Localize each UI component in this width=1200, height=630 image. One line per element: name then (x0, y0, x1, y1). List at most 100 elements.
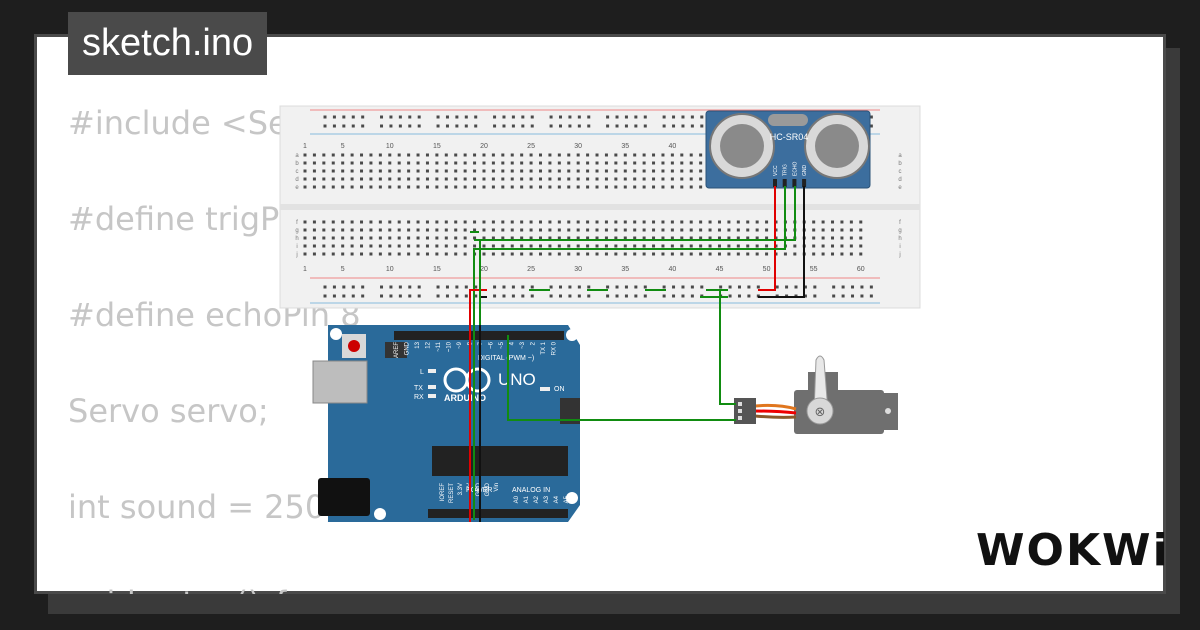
column-number: 35 (621, 143, 629, 150)
l-led-label: L (420, 369, 424, 376)
column-number: 5 (341, 143, 345, 150)
row-letter: j (295, 252, 297, 258)
arduino-pin-label: ~6 (489, 341, 495, 349)
row-letter: h (898, 236, 901, 242)
column-number: 15 (433, 143, 441, 150)
arduino-pin-label: ~5 (499, 341, 505, 349)
arduino-pin-label: A4 (554, 495, 560, 503)
arduino-pin-label: A3 (544, 495, 550, 503)
arduino-pin-label: GND (405, 341, 411, 355)
row-letter: g (295, 228, 298, 234)
column-number: 20 (480, 266, 488, 273)
row-letter: b (898, 161, 902, 167)
row-letter: i (899, 244, 900, 250)
row-letter: d (898, 177, 901, 183)
arduino-pin-label: A2 (534, 495, 540, 503)
column-number: 40 (668, 266, 676, 273)
arduino-pin-label: TX 1 (541, 341, 547, 354)
tx-led-label: TX (414, 385, 423, 392)
column-number: 25 (527, 266, 535, 273)
arduino-pin-label: IOREF (440, 483, 446, 502)
arduino-pin-label: Vin (494, 483, 500, 492)
on-led-label: ON (554, 386, 565, 393)
arduino-pin-label: 13 (415, 341, 421, 348)
arduino-uno-board: UNO ARDUINO DIGITAL (PWM ~) POWER ANALOG… (312, 325, 580, 522)
row-letter: f (899, 220, 901, 226)
row-letter: a (295, 153, 299, 159)
servo-motor: ⊗ (734, 355, 898, 434)
column-number: 55 (810, 266, 818, 273)
arduino-pin-label: AREF (394, 342, 400, 358)
arduino-pin-label: ~11 (436, 341, 442, 351)
row-letter: e (295, 185, 299, 191)
row-letter: f (296, 220, 298, 226)
column-number: 30 (574, 266, 582, 273)
code-line: void setup() { (68, 584, 291, 594)
arduino-model: UNO (498, 370, 536, 389)
row-letter: c (296, 169, 299, 175)
arduino-pin-label: ~3 (520, 341, 526, 349)
arduino-analog-pin-labels: A0 A1 A2 A3 A4 A5 (514, 495, 570, 503)
row-letter: b (295, 161, 299, 167)
sketch-filename-tab[interactable]: sketch.ino (68, 12, 268, 75)
sensor-pin-label: VCC (773, 165, 779, 176)
arduino-brand: ARDUINO (444, 393, 486, 403)
wokwi-logo: WOKWi (976, 525, 1170, 576)
arduino-pin-label: RX 0 (552, 341, 558, 355)
column-number: 1 (303, 143, 307, 150)
arduino-pin-label: GND (485, 482, 491, 496)
sensor-pin (773, 179, 777, 187)
code-line: int sound = 250; (68, 488, 337, 526)
arduino-pin-label: 2 (531, 341, 537, 345)
arduino-pin-label: 4 (510, 341, 516, 345)
row-letter: g (898, 228, 901, 234)
column-number: 10 (386, 143, 394, 150)
row-letter: h (295, 236, 298, 242)
sensor-pin (802, 179, 807, 187)
arduino-pin-label: A5 (564, 495, 570, 503)
row-letter: a (898, 153, 902, 159)
row-letter: e (898, 185, 902, 191)
row-letter: c (899, 169, 902, 175)
sensor-pin-label: ECHO (792, 161, 798, 176)
analog-header-label: ANALOG IN (512, 487, 550, 494)
svg-text:⊗: ⊗ (815, 405, 826, 420)
digital-header-label: DIGITAL (PWM ~) (478, 355, 534, 362)
sensor-pin-label: TRIG (783, 164, 789, 176)
arduino-pin-label: A1 (524, 495, 530, 503)
column-number: 10 (386, 266, 394, 273)
row-letter: d (295, 177, 298, 183)
sensor-pin (792, 179, 797, 187)
column-number: 15 (433, 266, 441, 273)
arduino-pin-label: 3.3V (458, 483, 464, 495)
arduino-pin-label: RESET (449, 483, 455, 503)
column-number: 20 (480, 143, 488, 150)
arduino-pin-label: A0 (514, 495, 520, 503)
column-number: 5 (341, 266, 345, 273)
arduino-pin-label: ~9 (457, 341, 463, 349)
row-letter: i (296, 244, 297, 250)
column-number: 30 (574, 143, 582, 150)
rx-led-label: RX (414, 394, 424, 401)
sensor-pin (782, 179, 787, 187)
column-number: 1 (303, 266, 307, 273)
column-number: 35 (621, 266, 629, 273)
column-number: 45 (716, 266, 724, 273)
sensor-name: HC-SR04 (770, 132, 809, 142)
arduino-pin-label: ~10 (447, 341, 453, 352)
row-letter: j (898, 252, 900, 258)
code-line: Servo servo; (68, 392, 269, 430)
column-number: 25 (527, 143, 535, 150)
column-number: 50 (763, 266, 771, 273)
sensor-pin-label: GND (802, 165, 808, 177)
column-number: 40 (668, 143, 676, 150)
wires (469, 186, 805, 522)
column-number: 60 (857, 266, 865, 273)
